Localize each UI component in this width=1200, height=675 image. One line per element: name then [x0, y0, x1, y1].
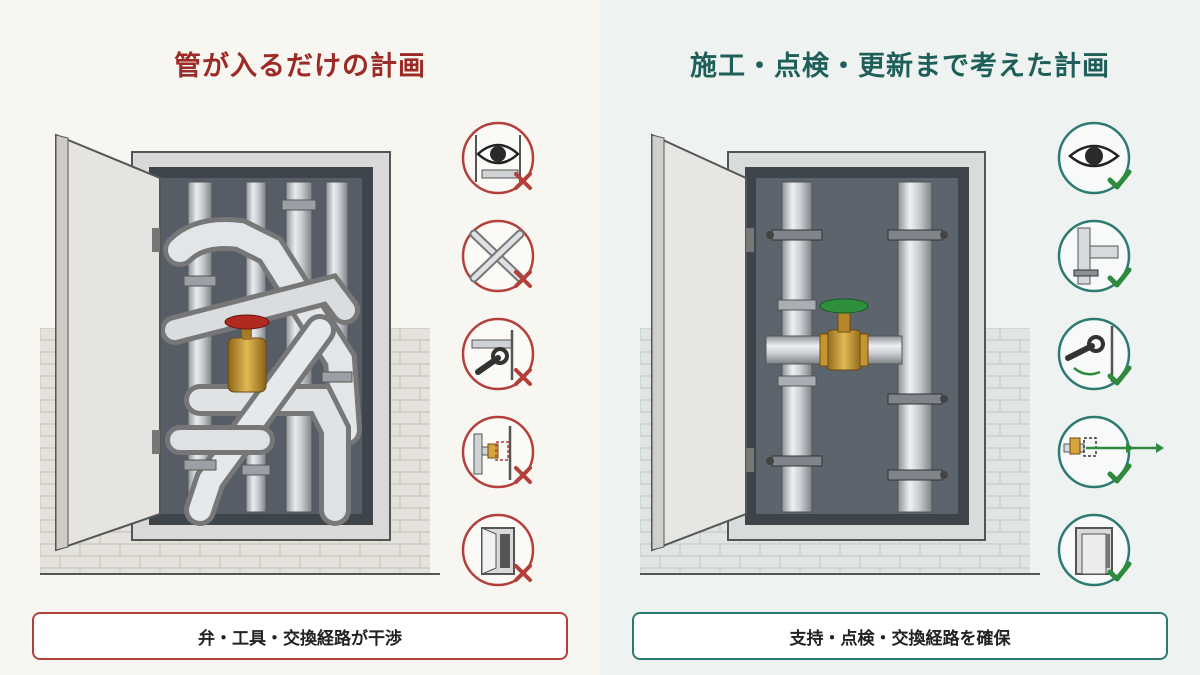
valve-replace-icon: [1063, 437, 1164, 457]
cross-mark-icon: [514, 368, 532, 386]
right-wrench-item: [1056, 316, 1132, 392]
right-door-item: [1056, 512, 1132, 588]
open-door: [55, 133, 161, 552]
wrench-icon: [475, 347, 509, 375]
wrench-icon: [1065, 335, 1105, 361]
green-valve: [819, 298, 869, 371]
red-valve: [224, 314, 270, 393]
door-icon: [481, 527, 515, 575]
left-caption: 弁・工具・交換経路が干渉: [32, 612, 568, 660]
check-mark-icon: [1107, 365, 1132, 386]
check-mark-icon: [1107, 169, 1132, 190]
left-title: 管が入るだけの計画: [174, 51, 426, 82]
left-scene: [0, 100, 600, 600]
right-pipe-tee-item: [1056, 218, 1132, 294]
right-title: 施工・点検・更新まで考えた計画: [690, 51, 1110, 82]
check-mark-icon: [1107, 267, 1132, 288]
crossing-pipes-icon: [469, 229, 525, 283]
door-icon: [1075, 527, 1113, 575]
left-crossing-pipes-item: [460, 218, 536, 294]
tangled-pipes: [160, 181, 362, 526]
left-eye-item: [460, 120, 536, 196]
left-door-item: [460, 512, 536, 588]
check-mark-icon: [1107, 463, 1132, 484]
eye-icon: [1068, 144, 1120, 168]
right-panel: 施工・点検・更新まで考えた計画: [600, 0, 1200, 675]
left-valve-replace-item: [460, 414, 536, 490]
left-shaft-illustration: [40, 133, 440, 575]
check-mark-icon: [1107, 561, 1132, 582]
open-door: [651, 133, 754, 552]
valve-replace-icon: [473, 433, 509, 475]
left-panel: 管が入るだけの計画: [0, 51, 600, 660]
organized-pipes: [765, 181, 948, 513]
pipe-tee-icon: [1073, 227, 1119, 285]
right-valve-replace-item: [1056, 414, 1164, 490]
cross-mark-icon: [514, 172, 532, 190]
cross-mark-icon: [514, 564, 532, 582]
eye-icon: [476, 143, 520, 165]
right-shaft-illustration: [640, 133, 1040, 575]
cross-mark-icon: [514, 466, 532, 484]
left-wrench-item: [460, 316, 536, 392]
right-caption: 支持・点検・交換経路を確保: [632, 612, 1168, 660]
right-scene: [600, 100, 1200, 600]
right-eye-item: [1056, 120, 1132, 196]
cross-mark-icon: [514, 270, 532, 288]
